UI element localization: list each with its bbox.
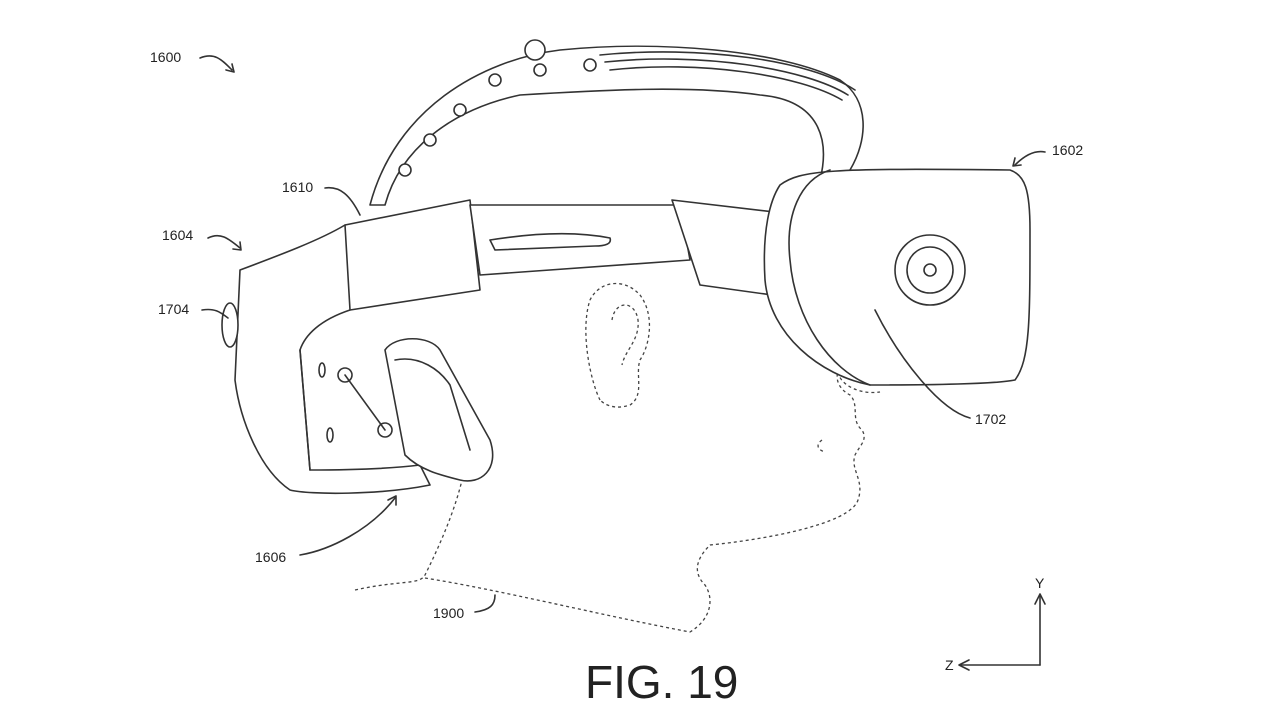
rear-pad: [384, 338, 494, 482]
ref-label-1702: 1702: [975, 411, 1006, 427]
axis-indicator: [958, 593, 1046, 671]
axis-label-y: Y: [1035, 575, 1045, 591]
ref-label-1602: 1602: [1052, 142, 1083, 158]
rear-cradle: [221, 199, 481, 495]
ref-label-1704: 1704: [158, 301, 189, 317]
axis-label-z: Z: [945, 657, 954, 673]
ref-label-1900: 1900: [433, 605, 464, 621]
figure-title: FIG. 19: [585, 656, 738, 708]
top-strap: [369, 39, 864, 206]
leader-lines: [199, 55, 1046, 613]
ref-label-1604: 1604: [162, 227, 193, 243]
user-head-outline: [354, 282, 881, 633]
ref-label-1610: 1610: [282, 179, 313, 195]
ref-label-1606: 1606: [255, 549, 286, 565]
ref-label-1600: 1600: [150, 49, 181, 65]
front-visor: [763, 168, 1031, 386]
